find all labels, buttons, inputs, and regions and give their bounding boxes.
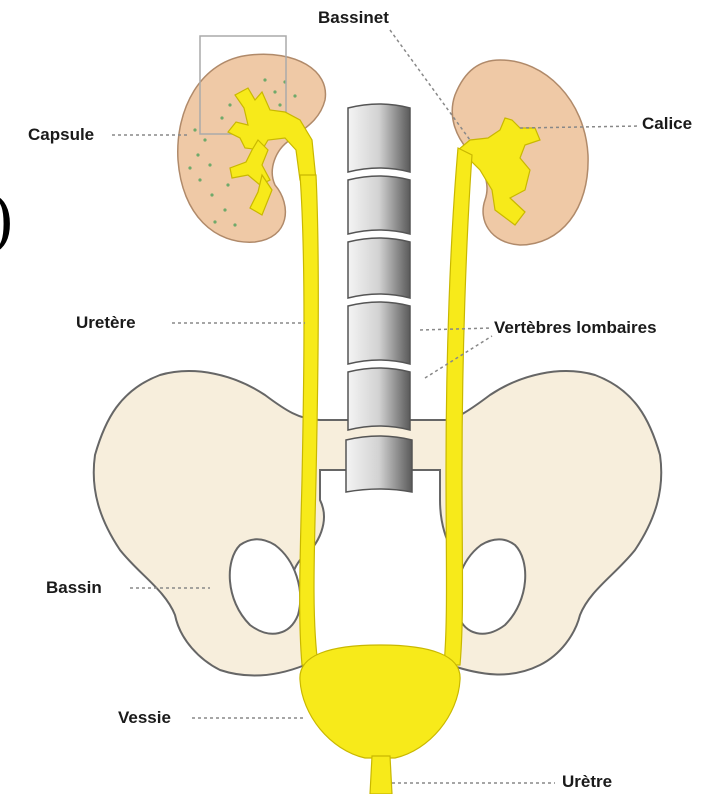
label-bassin: Bassin xyxy=(46,578,102,598)
label-calice: Calice xyxy=(642,114,692,134)
label-uretre: Urètre xyxy=(562,772,612,792)
cropped-parenthesis: ) xyxy=(0,190,15,254)
bladder xyxy=(300,645,460,758)
label-vessie: Vessie xyxy=(118,708,171,728)
label-uretere: Uretère xyxy=(76,313,136,333)
urethra xyxy=(370,756,392,794)
label-bassinet: Bassinet xyxy=(318,8,389,28)
label-vertebres-lombaires: Vertèbres lombaires xyxy=(494,318,657,338)
label-capsule: Capsule xyxy=(28,125,94,145)
